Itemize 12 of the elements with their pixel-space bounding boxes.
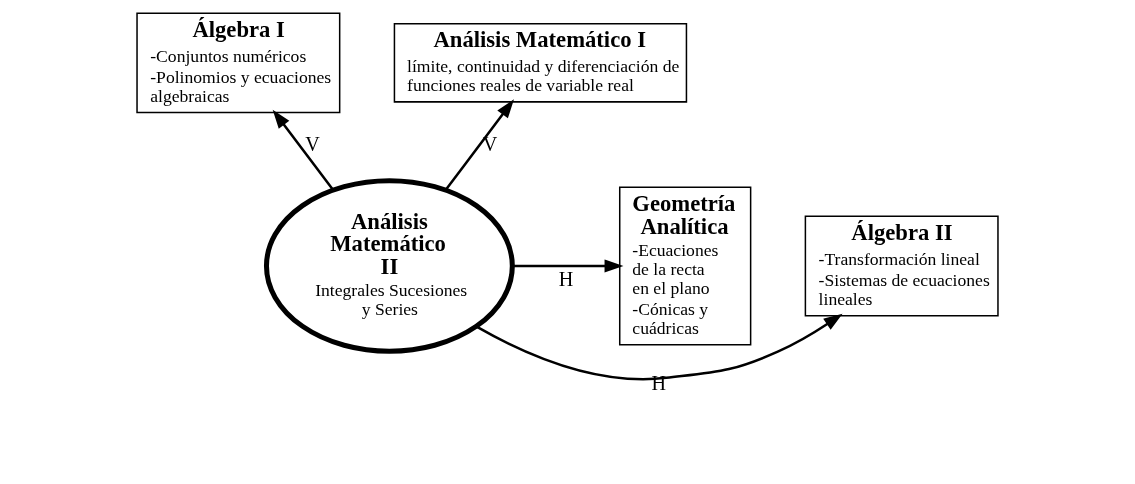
arrow [444,99,514,191]
edge-label: H [558,267,574,290]
arrow [475,313,843,381]
node-ellipse: Análisis Matemático II Integrales Sucesiones y Series [263,178,515,354]
node-box: Geometría Analítica -Ecuaciones de la recta en el plano -Cónicas y cuádricas [618,186,752,346]
edge-label: V [305,133,320,156]
edge-label: V [482,133,498,156]
arrow [272,109,335,191]
node-box: Análisis Matemático I límite, continuidad y diferenciación de funciones reales de variable real [393,23,688,103]
node-box: Álgebra I -Conjuntos numéricos -Polinomios y ecuaciones algebraicas [136,12,341,114]
arrow [512,259,624,273]
node-box: Álgebra II -Transformación lineal -Sistemas de ecuaciones lineales [804,215,999,317]
